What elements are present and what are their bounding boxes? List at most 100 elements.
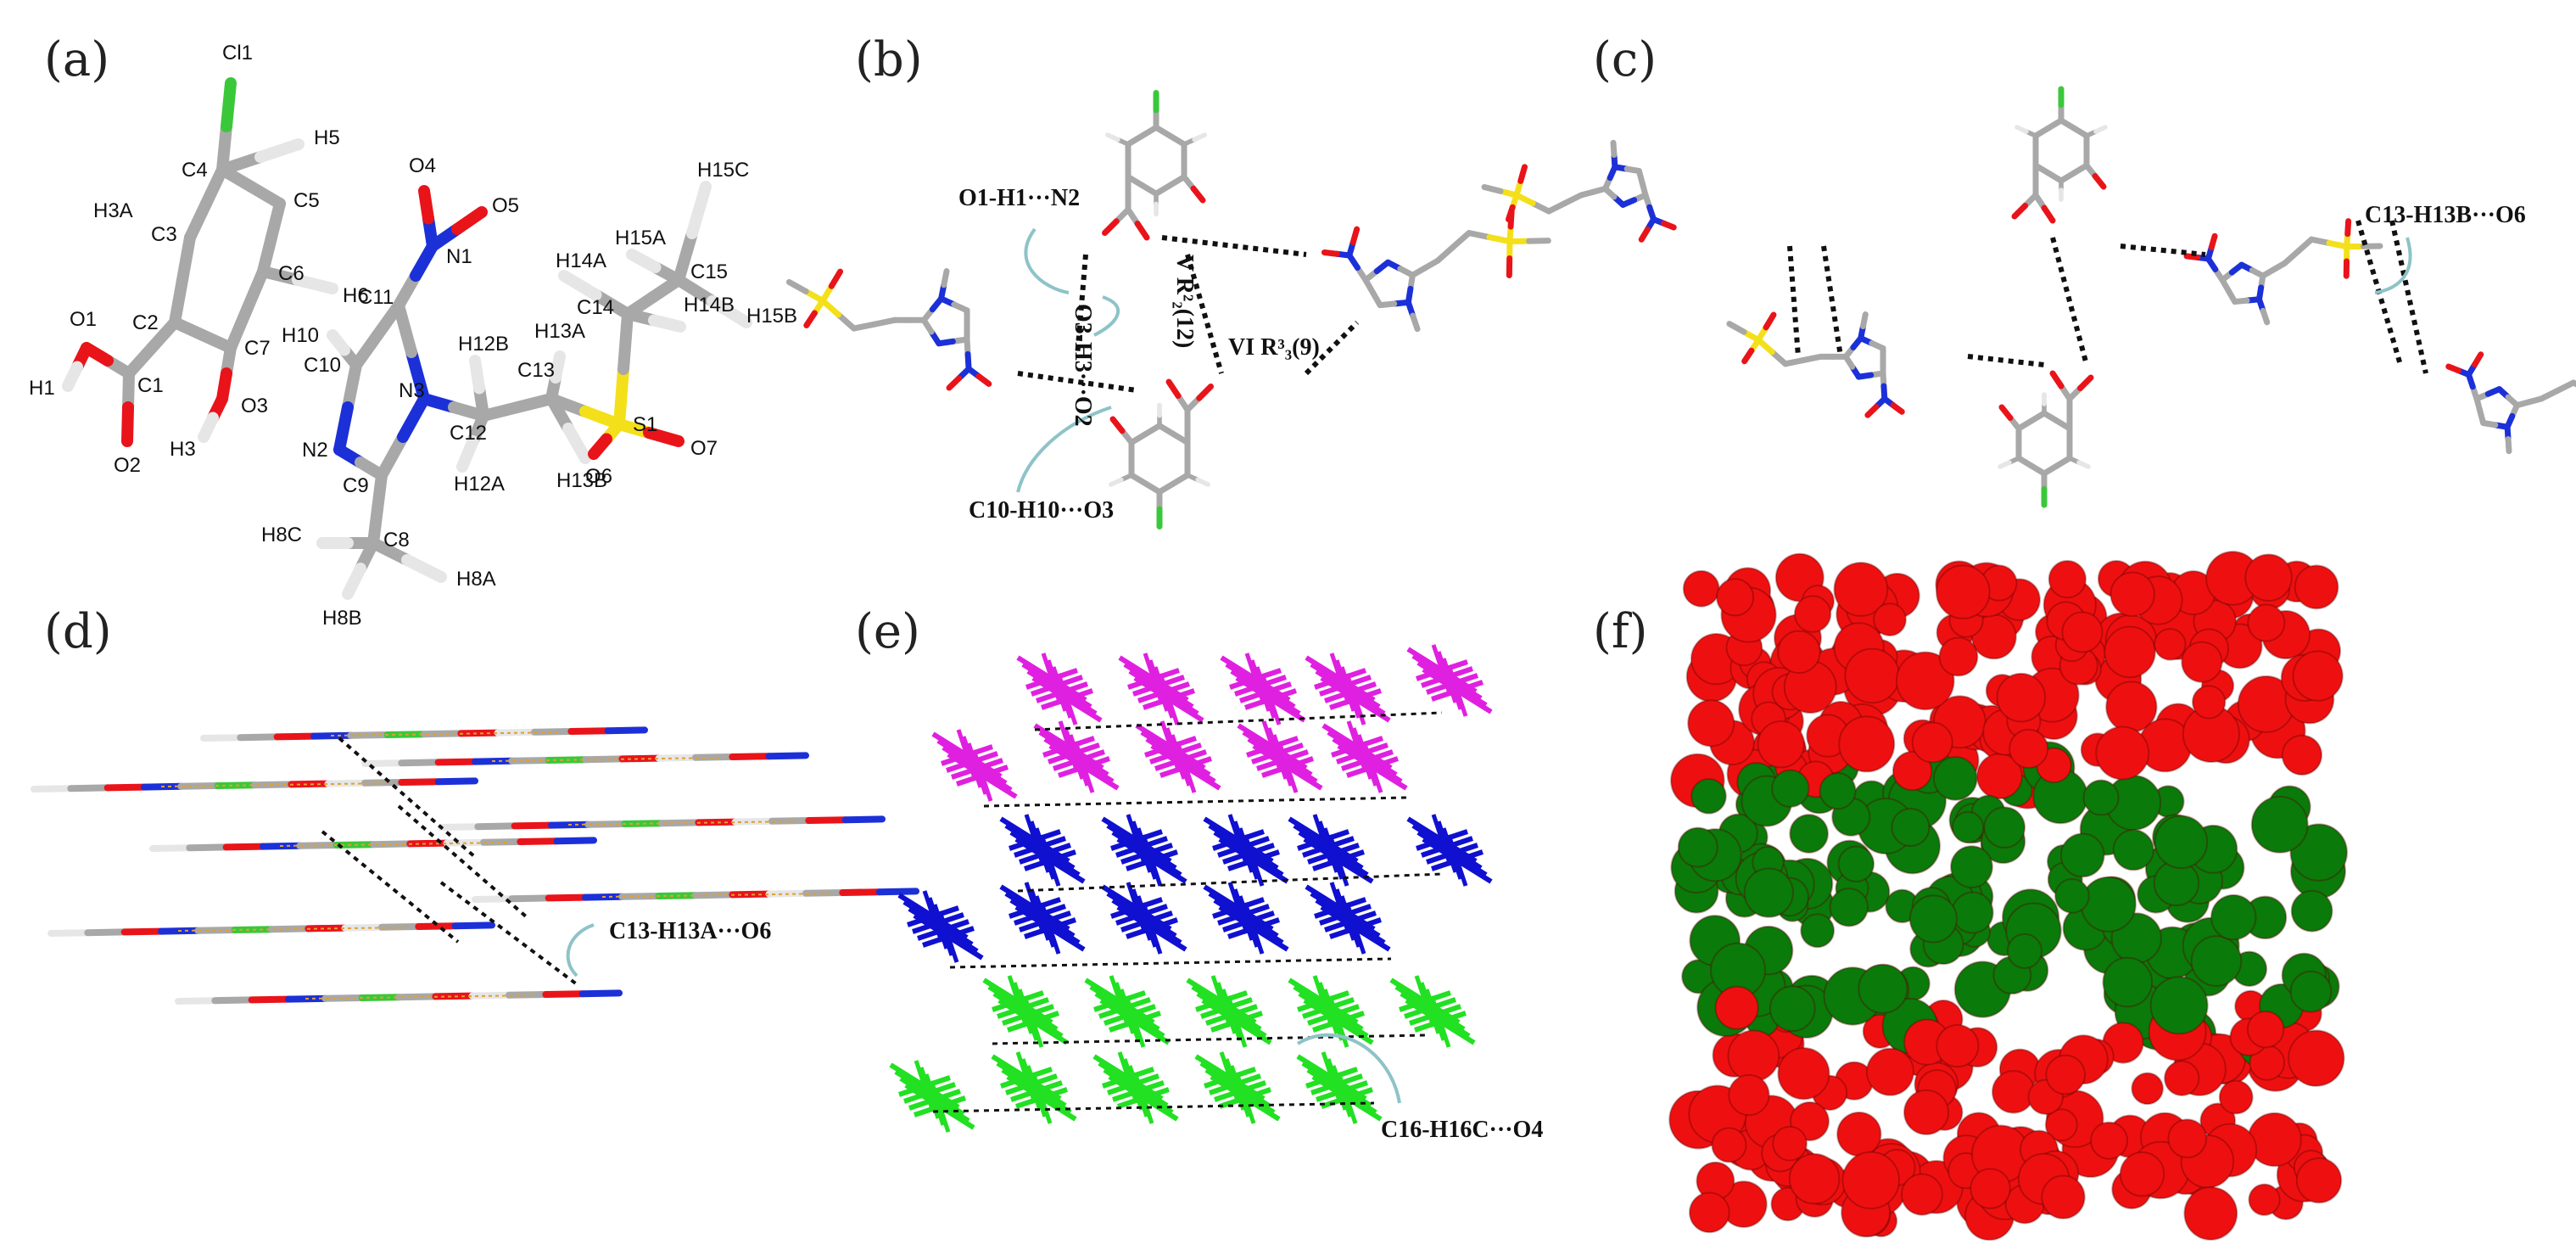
packing-bond [1229, 1065, 1251, 1117]
atom-sphere [2289, 970, 2333, 1013]
bond [1545, 200, 1568, 215]
panel-b-dimer [785, 90, 1551, 529]
layer-bond [194, 927, 238, 934]
packing-bond [1025, 1065, 1048, 1117]
bond [469, 355, 485, 395]
bond [707, 295, 752, 328]
annotation-arrow [1296, 1033, 1401, 1104]
atom-sphere [2131, 1072, 2164, 1106]
packing-bond [1175, 741, 1197, 793]
bond [1800, 353, 1824, 364]
layer-bond [305, 924, 349, 933]
atom-label-cl1: Cl1 [222, 42, 253, 64]
layer-bond [729, 890, 773, 899]
layer-bond [508, 757, 552, 765]
atom-sphere [1837, 845, 1875, 882]
atom-sphere [1777, 630, 1821, 675]
layer-bond [398, 759, 442, 767]
bond [1660, 220, 1677, 231]
bond [367, 537, 413, 566]
atom-sphere [1716, 578, 1755, 617]
bond [1890, 402, 1905, 415]
atom-sphere [1858, 963, 1908, 1014]
weak-contact [601, 893, 832, 898]
atom-sphere [2164, 1060, 2200, 1096]
bond [1134, 221, 1150, 241]
atom-sphere [2006, 933, 2043, 970]
weak-contact [177, 927, 408, 932]
atom-sphere [1911, 721, 1953, 764]
packing-bond [1277, 741, 1299, 793]
atom-sphere [1996, 672, 2047, 723]
atom-sphere [1833, 562, 1889, 617]
bond [590, 288, 634, 320]
hydrogen-bond [338, 737, 477, 859]
bond [648, 314, 686, 333]
atom-sphere [1936, 564, 1991, 619]
bond [1741, 347, 1755, 365]
bond [686, 181, 712, 239]
bond [2308, 236, 2333, 246]
bond [254, 138, 305, 163]
atom-sphere [1711, 1127, 1747, 1163]
hydrogen-bond [1304, 320, 1360, 376]
atom-sphere [2009, 728, 2049, 769]
atom-sphere [2149, 976, 2209, 1035]
packing-bond [1339, 895, 1361, 948]
bond [62, 361, 83, 392]
bond [176, 232, 196, 286]
atom-sphere [1838, 715, 1896, 773]
bond [342, 359, 362, 413]
annotation-arrow [1016, 406, 1112, 493]
bond [819, 297, 841, 318]
atom-sphere [1743, 867, 1794, 918]
packing-bond [1226, 995, 1248, 1048]
atom-sphere [1789, 814, 1829, 854]
layer-bond [67, 784, 111, 793]
atom-label-h5: H5 [314, 126, 340, 149]
packing-bond [1022, 995, 1044, 1048]
hydrogen-bond [397, 804, 528, 918]
atom-sphere [1771, 769, 1810, 808]
packing-bond [1073, 741, 1095, 793]
bond [1998, 460, 2012, 469]
bond [393, 300, 417, 358]
atom-sphere [1873, 602, 1907, 637]
bond [613, 363, 629, 430]
atom-sphere [1682, 569, 1720, 608]
bond [2505, 436, 2512, 455]
layer-bond [31, 785, 75, 793]
bond [401, 554, 447, 583]
atom-sphere [2218, 1079, 2254, 1115]
atom-sphere [1951, 891, 1994, 934]
atom-label-n2: N2 [302, 439, 328, 462]
bond [802, 288, 826, 304]
panel-a-label: (a) [44, 32, 110, 87]
atom-label-h8b: H8B [322, 607, 362, 630]
bond [1190, 185, 1206, 204]
atom-sphere [2080, 876, 2137, 933]
bond [2077, 374, 2094, 391]
bond [198, 412, 219, 443]
hydrogen-bond [321, 830, 460, 944]
layer-bond [584, 821, 629, 828]
atom-sphere [1900, 1173, 1943, 1216]
bond [643, 427, 685, 447]
atom-sphere [1844, 647, 1901, 704]
layer-bond [149, 844, 193, 852]
atom-sphere [2102, 956, 2154, 1008]
layer-bond [578, 989, 623, 998]
annotation-c16-h16c-o4: C16-H16C···O4 [1381, 1117, 1543, 1143]
weak-contact [567, 821, 798, 826]
bond [2445, 363, 2462, 374]
layer-bond [186, 843, 230, 852]
atom-sphere [1793, 595, 1832, 633]
bond [2281, 248, 2301, 266]
packing-bond [924, 1073, 946, 1126]
bond [2208, 232, 2218, 251]
bond [169, 274, 188, 328]
packing-bond [1051, 666, 1073, 719]
packing-bond [1127, 1065, 1149, 1117]
atom-label-h14b: H14B [684, 294, 735, 316]
